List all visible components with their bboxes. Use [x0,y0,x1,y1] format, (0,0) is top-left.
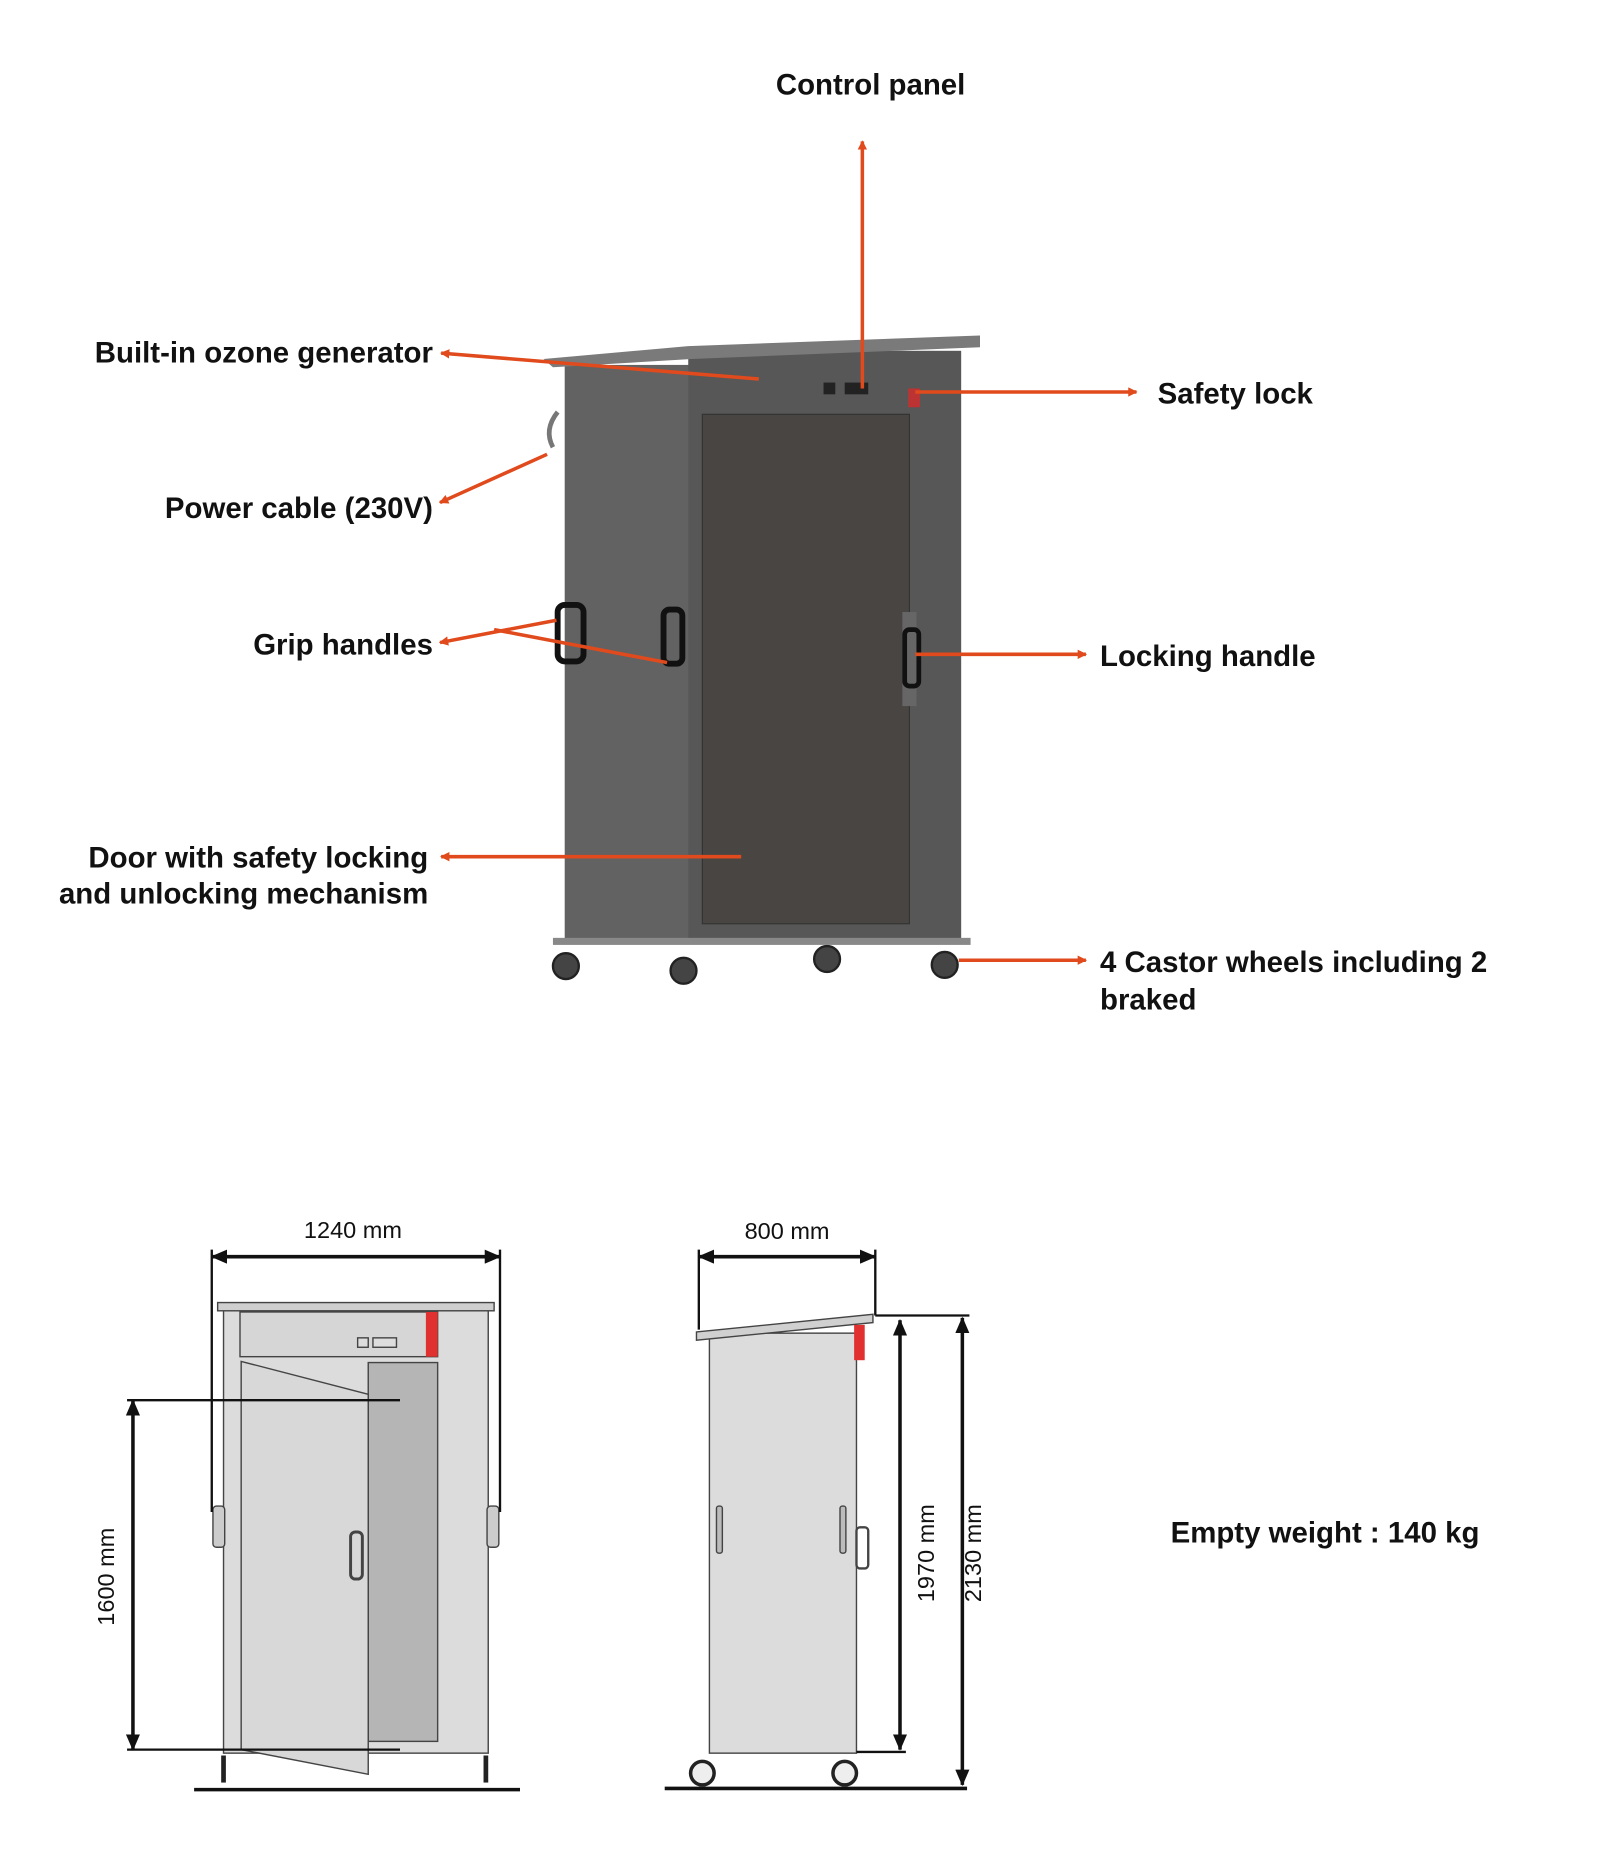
label-control-panel: Control panel [776,68,966,101]
grip-handle-right [660,606,686,667]
label-castor-line1: 4 Castor wheels including 2 [1100,946,1487,979]
cabinet-door [701,413,910,925]
dimension-width: 1240 mm [304,1217,402,1243]
control-switch [823,382,836,395]
grip-handle-left [554,601,587,665]
locking-handle [902,627,922,689]
castor-wheels [551,944,959,985]
label-grip-handles: Grip handles [253,628,433,661]
label-ozone-generator: Built-in ozone generator [95,337,433,370]
label-safety-lock: Safety lock [1158,378,1314,411]
callout-arrows [438,140,1138,965]
side-view-drawing [688,1313,874,1787]
label-door-line2: and unlocking mechanism [59,878,428,911]
label-power-cable: Power cable (230V) [165,492,433,525]
side-view-dimensions [664,1249,970,1791]
empty-weight: Empty weight : 140 kg [1171,1517,1480,1550]
label-locking-handle: Locking handle [1100,640,1316,673]
control-panel [844,382,869,395]
power-cable [546,410,560,449]
dimension-door-height: 1600 mm [93,1528,119,1626]
front-view-drawing [212,1301,500,1783]
dimension-body-height: 1970 mm [913,1504,939,1602]
label-door-line1: Door with safety locking [88,841,428,874]
front-view-dimensions [125,1249,520,1792]
cabinet-render [543,335,980,985]
cabinet-top [543,335,980,368]
safety-lock [908,388,920,408]
dimension-total-height: 2130 mm [960,1504,986,1602]
label-castor-line2: braked [1100,984,1196,1017]
dimension-depth: 800 mm [745,1218,830,1244]
